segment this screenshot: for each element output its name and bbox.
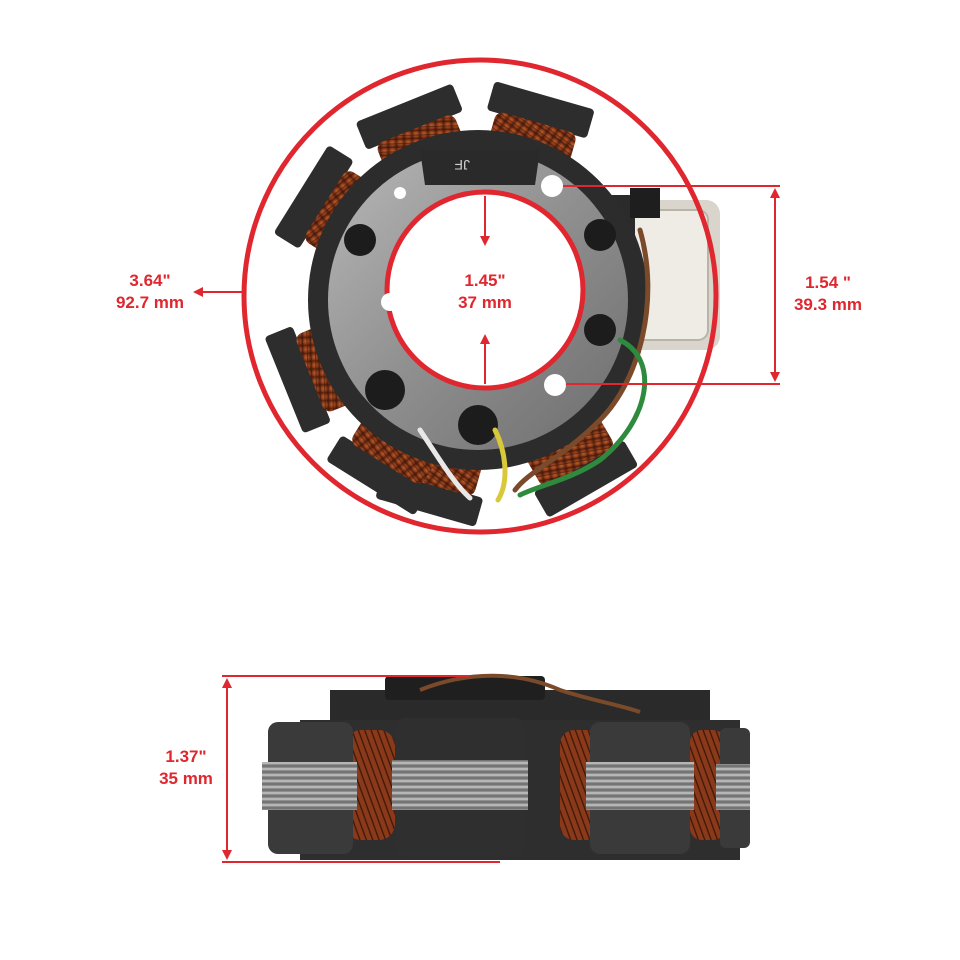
hole-spacing-mm: 39.3 mm xyxy=(793,295,863,314)
pole-shoe xyxy=(265,327,330,433)
stamp-text: JF xyxy=(454,157,470,173)
pole-shoe xyxy=(534,441,638,517)
outer-diameter-outline xyxy=(241,57,719,535)
inner-diameter-inch: 1.45" xyxy=(464,271,506,290)
mounting-hole xyxy=(541,175,563,197)
mounting-hole xyxy=(544,374,566,396)
side-coil xyxy=(690,730,725,840)
side-coil xyxy=(345,730,395,840)
mounting-hole xyxy=(381,293,399,311)
stator-side-view xyxy=(262,673,750,860)
pole-shoe xyxy=(274,146,353,248)
height-dimension xyxy=(222,675,500,863)
height-label: 1.37" 35 mm xyxy=(146,746,226,790)
stator-top-view: JF xyxy=(241,57,720,535)
arrow-head-icon xyxy=(480,334,490,344)
inner-diameter-label: 1.45" 37 mm xyxy=(440,270,530,314)
pole-shoe xyxy=(487,82,594,138)
height-mm: 35 mm xyxy=(159,769,213,788)
arrow-head-icon xyxy=(222,678,232,688)
mounting-hole xyxy=(394,187,406,199)
inner-diameter-mm: 37 mm xyxy=(458,293,512,312)
lamination-band xyxy=(716,764,750,810)
hole-spacing-inch: 1.54 " xyxy=(805,273,851,292)
outer-diameter-label: 3.64" 92.7 mm xyxy=(104,270,196,314)
arrow-head-icon xyxy=(222,850,232,860)
lamination-band xyxy=(392,760,528,810)
height-inch: 1.37" xyxy=(165,747,207,766)
outer-diameter-inch: 3.64" xyxy=(129,271,171,290)
lamination-band xyxy=(262,762,357,810)
dimension-lines xyxy=(193,185,780,385)
outer-diameter-mm: 92.7 mm xyxy=(115,293,185,312)
pole-shoe xyxy=(327,436,429,515)
arrow-head-icon xyxy=(193,287,203,297)
inner-bore-highlight xyxy=(384,189,586,391)
arrow-head-icon xyxy=(770,188,780,198)
arrow-head-icon xyxy=(770,372,780,382)
lead-wires xyxy=(417,227,651,503)
hole-spacing-label: 1.54 " 39.3 mm xyxy=(778,272,878,316)
stator-plate: JF xyxy=(308,130,648,470)
pole-shoe xyxy=(356,84,462,149)
arrow-head-icon xyxy=(480,236,490,246)
lamination-band xyxy=(586,762,694,810)
